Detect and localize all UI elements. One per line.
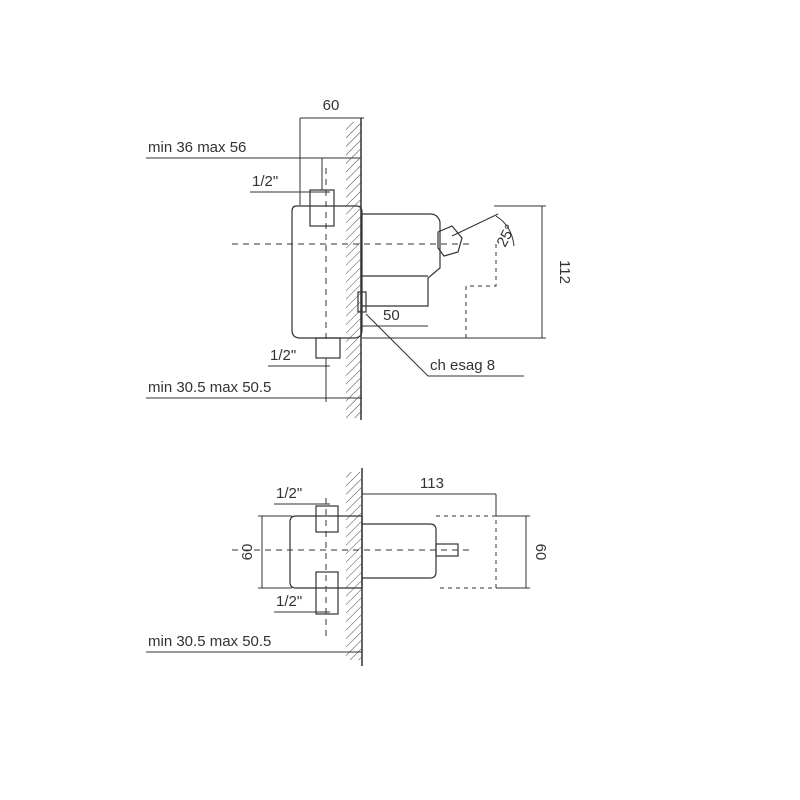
- dim-112-label: 112: [556, 260, 573, 284]
- handle-top: [437, 225, 463, 257]
- angle-label: 25°: [494, 222, 520, 250]
- pipe-bottom-label-bottom-view: 1/2": [276, 593, 302, 610]
- spindle-housing-bottom: [362, 523, 437, 579]
- valve-body-bottom: [289, 515, 363, 589]
- pipe-top-connection-bottom-view: [315, 505, 339, 533]
- bottom-view: 113 60 60 1/2" 1/2" min 30.5 max 50.5: [146, 468, 549, 666]
- dim-min-max-top-label: min 36 max 56: [148, 139, 246, 156]
- wall-hatch-top: [346, 122, 361, 418]
- pipe-bottom-connection: [315, 337, 341, 359]
- dim-50-label: 50: [383, 307, 400, 324]
- pipe-bottom-label: 1/2": [270, 347, 296, 364]
- hex-key-label: ch esag 8: [430, 357, 495, 374]
- wall-hatch-bottom: [346, 472, 361, 660]
- valve-body-top: [291, 205, 363, 339]
- pipe-top-label: 1/2": [252, 173, 278, 190]
- hex-key-leader: [365, 313, 524, 377]
- dim-60-right-label: 60: [532, 544, 549, 561]
- handle-swing-outline: [465, 244, 497, 338]
- spindle-housing-top: [362, 213, 441, 307]
- dim-60-left-label: 60: [239, 544, 256, 561]
- hex-nut: [357, 291, 367, 313]
- dim-min-max-label-bottom-view: min 30.5 max 50.5: [148, 633, 271, 650]
- angle-arc: [495, 215, 515, 247]
- dim-min-max-bottom-label: min 30.5 max 50.5: [148, 379, 271, 396]
- dim-60-label: 60: [323, 97, 340, 114]
- pipe-top-connection: [309, 189, 335, 227]
- top-view: 60 min 36 max 56 1/2" 25° 112: [146, 97, 573, 420]
- angle-ray: [451, 213, 499, 237]
- dim-113-label: 113: [420, 475, 444, 492]
- handle-swing-outline-bottom: [436, 515, 497, 589]
- pipe-bottom-connection-bottom-view: [315, 571, 339, 615]
- pipe-top-label-bottom-view: 1/2": [276, 485, 302, 502]
